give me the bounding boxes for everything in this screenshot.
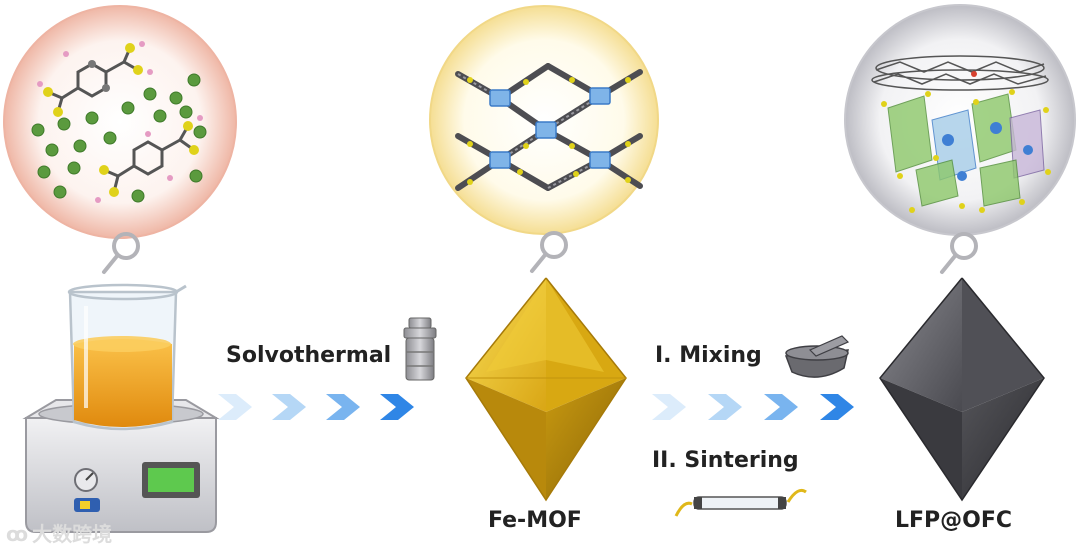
magnifier-icon — [940, 232, 978, 274]
step-label-solvothermal: Solvothermal — [226, 343, 392, 368]
chevron-arrow-icon — [652, 394, 854, 420]
autoclave-icon — [403, 317, 437, 381]
tube-furnace-icon — [674, 488, 807, 517]
precursor-halo — [3, 5, 237, 239]
product-halo — [844, 4, 1076, 236]
mof-halo — [429, 5, 659, 235]
step-label-sintering: II. Sintering — [652, 448, 799, 473]
magnifier-icon — [102, 232, 140, 274]
product-label-lfp-ofc: LFP@OFC — [895, 508, 1013, 533]
chevron-arrow-icon — [218, 394, 414, 420]
lfp-ofc-crystal — [879, 277, 1045, 502]
watermark-text: 大数跨境 — [32, 522, 113, 546]
watermark-logo-icon: ꝏ — [6, 522, 29, 546]
magnifier-icon — [530, 231, 568, 273]
mortar-icon — [784, 335, 850, 378]
product-label-fe-mof: Fe-MOF — [488, 508, 582, 533]
step-label-mixing: I. Mixing — [655, 343, 762, 368]
beaker-icon — [67, 283, 187, 431]
fe-mof-crystal — [465, 277, 627, 502]
